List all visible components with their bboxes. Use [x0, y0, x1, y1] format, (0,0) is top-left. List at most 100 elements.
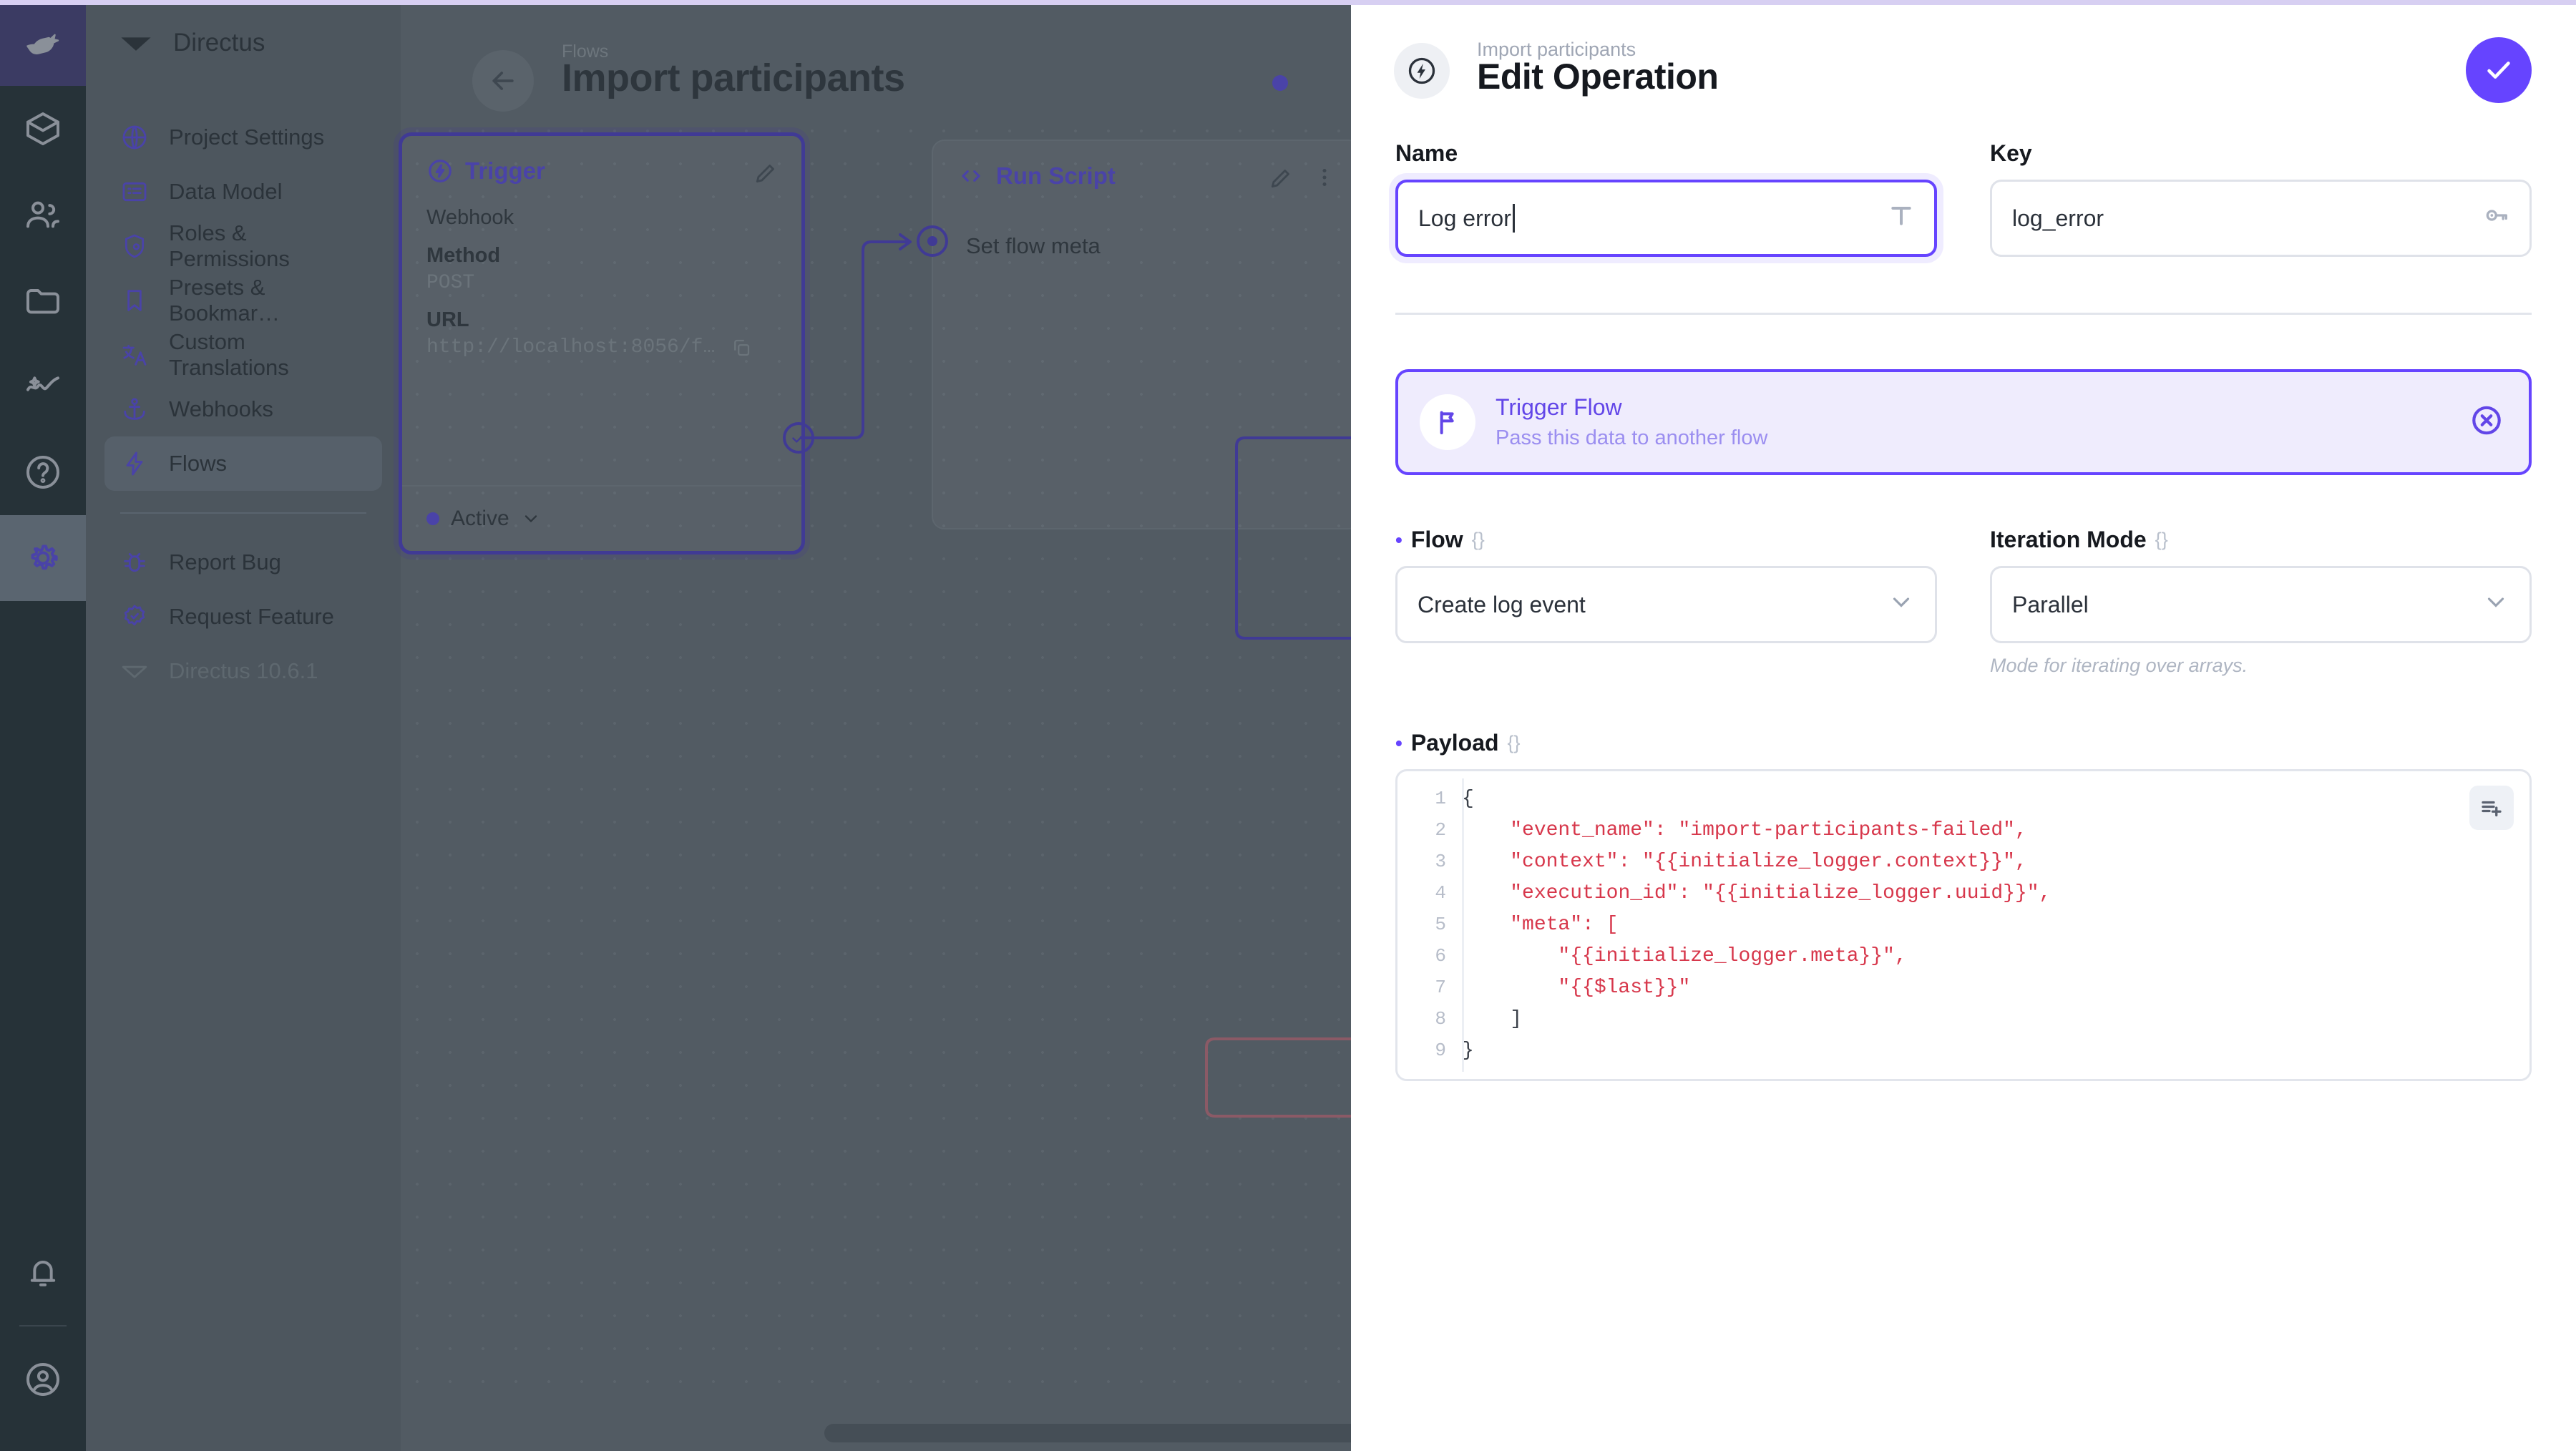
sidebar-item-custom-translations[interactable]: Custom Translations: [104, 328, 382, 382]
directus-logo-button[interactable]: [0, 0, 86, 86]
iteration-mode-hint: Mode for iterating over arrays.: [1990, 655, 2248, 676]
payload-code-editor[interactable]: 1{2 "event_name": "import-participants-f…: [1395, 769, 2532, 1081]
node-actions[interactable]: [753, 159, 780, 186]
rail-item-content[interactable]: [0, 86, 86, 172]
run-script-1-input-port[interactable]: [917, 225, 948, 257]
page-title: Import participants: [562, 57, 905, 99]
node-status[interactable]: Active: [402, 485, 801, 551]
copy-icon[interactable]: [731, 337, 752, 358]
editor-line-code: "{{$last}}": [1558, 976, 1691, 999]
sidebar-label: Roles & Permissions: [169, 220, 290, 271]
editor-line: 1{: [1397, 783, 2529, 814]
sidebar-item-presets-bookmarks[interactable]: Presets & Bookmar…: [104, 273, 382, 328]
key-input[interactable]: log_error: [1990, 180, 2532, 257]
payload-braces-icon: {}: [1507, 732, 1521, 753]
node-title-text: Trigger: [465, 157, 545, 184]
key-field-group: Key log_error: [1990, 140, 2532, 257]
check-icon: [792, 433, 805, 443]
breadcrumb[interactable]: Flows: [562, 41, 609, 62]
translate-icon: [122, 345, 147, 366]
node-field-url-label: URL: [426, 308, 469, 331]
drawer-title: Edit Operation: [1477, 57, 1719, 97]
editor-line-code: "{{initialize_logger.meta}}",: [1558, 944, 1907, 967]
drawer-header: Import participants Edit Operation: [1351, 0, 2576, 140]
editor-line-code: {: [1462, 787, 1474, 810]
iteration-mode-label: Iteration Mode {}: [1990, 527, 2532, 553]
close-circle-icon: [2472, 406, 2501, 435]
required-marker: •: [1395, 528, 1402, 551]
operation-type-card[interactable]: Trigger Flow Pass this data to another f…: [1395, 369, 2532, 475]
list-alt-icon: [122, 182, 147, 202]
editor-line-number: 3: [1435, 851, 1446, 872]
node-title: Trigger: [402, 136, 801, 185]
bookmark-icon: [127, 290, 142, 311]
name-field-group: Name Log error: [1395, 140, 1937, 257]
sidebar-label: Webhooks: [169, 396, 273, 421]
rail-item-settings[interactable]: [0, 515, 86, 601]
flow-label-text: Flow: [1410, 527, 1463, 552]
editor-line-code: "event_name": "import-participants-faile…: [1510, 819, 2027, 841]
editor-gutter-line: [1462, 778, 1464, 1072]
gear-icon: [31, 544, 58, 570]
node-actions[interactable]: [1268, 164, 1338, 191]
anchor-icon: [124, 398, 145, 420]
flow-node-run-script-1[interactable]: Run Script: [932, 140, 1361, 529]
insert-variable-button[interactable]: [2469, 786, 2514, 830]
flow-node-trigger[interactable]: Trigger Webhook Method POST URL http://l…: [399, 132, 805, 554]
editor-line: 8 ]: [1397, 1003, 2529, 1035]
sidebar-label: Project Settings: [169, 124, 325, 150]
pencil-icon[interactable]: [753, 159, 780, 186]
sidebar-item-webhooks[interactable]: Webhooks: [104, 382, 382, 436]
sidebar-item-data-model[interactable]: Data Model: [104, 165, 382, 219]
module-bar: [0, 0, 86, 1451]
name-key-row: Name Log error Key: [1395, 140, 2532, 257]
sidebar-item-roles-permissions[interactable]: Roles & Permissions: [104, 219, 382, 273]
rail-item-insights[interactable]: [0, 343, 86, 429]
help-circle-icon: [26, 456, 59, 489]
sidebar-item-project-settings[interactable]: Project Settings: [104, 110, 382, 165]
editor-line: 6 "{{initialize_logger.meta}}",: [1397, 940, 2529, 972]
node-field-method-value: POST: [426, 272, 475, 294]
section-divider: [1395, 313, 2532, 315]
text-format-icon: [1887, 201, 1916, 235]
key-icon: [2482, 201, 2511, 235]
rail-item-account[interactable]: [0, 1337, 86, 1422]
rail-item-files[interactable]: [0, 258, 86, 343]
operation-bolt-icon: [1408, 57, 1435, 84]
directus-rabbit-logo-icon: [26, 34, 59, 54]
rail-item-notifications[interactable]: [0, 1229, 86, 1315]
trigger-output-port[interactable]: [783, 422, 814, 454]
pencil-icon[interactable]: [1268, 164, 1295, 191]
account-circle-icon: [26, 1363, 59, 1396]
sidebar-item-report-bug[interactable]: Report Bug: [104, 535, 382, 590]
sidebar-item-flows[interactable]: Flows: [104, 436, 382, 491]
back-button[interactable]: [472, 50, 534, 112]
check-icon: [2487, 62, 2510, 79]
drawer-eyebrow: Import participants: [1477, 39, 1636, 60]
sidebar-label: Request Feature: [169, 604, 334, 629]
iteration-mode-select[interactable]: Parallel: [1990, 566, 2532, 643]
arrow-left-icon: [492, 72, 514, 90]
nav-list: Project Settings Data Model Roles & Perm…: [86, 86, 401, 698]
editor-line-number: 5: [1435, 914, 1446, 935]
sidebar-item-request-feature[interactable]: Request Feature: [104, 590, 382, 644]
bell-icon: [30, 1261, 56, 1286]
rail-item-users[interactable]: [0, 172, 86, 258]
name-input[interactable]: Log error: [1395, 180, 1937, 257]
editor-line-code: ]: [1462, 1007, 1523, 1030]
more-vertical-icon[interactable]: [1311, 164, 1338, 191]
payload-label-text: Payload: [1410, 730, 1499, 756]
editor-line-code: }: [1462, 1039, 1474, 1062]
insert-variable-icon: [2482, 801, 2502, 817]
clear-operation-button[interactable]: [2469, 403, 2504, 442]
flow-select[interactable]: Create log event: [1395, 566, 1937, 643]
box-icon: [26, 112, 59, 145]
insights-icon: [26, 376, 59, 391]
status-label: Active: [451, 507, 509, 530]
rail-item-docs[interactable]: [0, 429, 86, 515]
trigger-bolt-icon: [429, 160, 452, 182]
admin-panel-icon: [125, 234, 145, 258]
flow-braces-icon: {}: [1471, 529, 1485, 550]
flow-status-dot: [1272, 75, 1288, 91]
save-button[interactable]: [2466, 37, 2532, 103]
